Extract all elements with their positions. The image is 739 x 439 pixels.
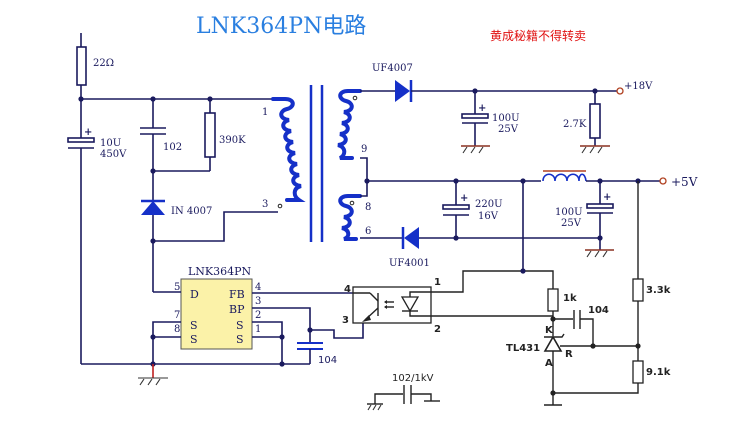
tl431-k-label: K bbox=[545, 325, 554, 336]
tl431-r-label: R bbox=[565, 349, 573, 360]
secondary-pin-9: 9 bbox=[361, 144, 367, 155]
ic-pin-s8-name: S bbox=[190, 333, 198, 346]
primary-pin-3: 3 bbox=[262, 199, 268, 210]
optocoupler: 4 3 1 2 bbox=[342, 277, 441, 335]
svg-text:+: + bbox=[478, 103, 486, 114]
bypass-capacitor: 104 bbox=[297, 330, 337, 366]
tl431-regulator: K R A TL431 bbox=[506, 319, 638, 393]
divider-bottom-label: 9.1k bbox=[646, 367, 671, 378]
ic-pin-7: 7 bbox=[174, 310, 180, 321]
ic-pin-2: 2 bbox=[255, 310, 261, 321]
opto-pin-2: 2 bbox=[434, 324, 441, 335]
output-18v-label: +18V bbox=[624, 81, 653, 92]
ic-pin-fb-name: FB bbox=[229, 288, 245, 301]
opto-pin-4: 4 bbox=[344, 284, 351, 295]
snubber-resistor: 390K bbox=[153, 99, 246, 172]
snubber-diode: IN 4007 bbox=[141, 171, 212, 292]
opto-pin-3: 3 bbox=[342, 315, 349, 326]
snubber-cap-label: 102 bbox=[163, 142, 182, 153]
ic-pin-s7-name: S bbox=[190, 319, 198, 332]
cap-18v: + 100U 25V bbox=[461, 91, 520, 146]
secondary-pin-8: 8 bbox=[365, 202, 371, 213]
cap-5v-2-value: 100U bbox=[555, 207, 583, 218]
ground-symbol bbox=[580, 145, 610, 154]
transformer: 1 3 9 8 6 bbox=[262, 85, 371, 242]
ic-pin-8: 8 bbox=[174, 324, 180, 335]
bulk-cap-value: 10U bbox=[100, 138, 121, 149]
ic-pin-bp-name: BP bbox=[229, 303, 245, 316]
watermark-note: 黄成秘籍不得转卖 bbox=[490, 28, 586, 43]
comp-cap-label: 104 bbox=[588, 305, 609, 316]
cap-5v-2: + 100U 25V bbox=[555, 181, 614, 250]
secondary-pin-6: 6 bbox=[365, 226, 371, 237]
bypass-cap-label: 104 bbox=[318, 355, 337, 366]
primary-pin-1: 1 bbox=[262, 107, 268, 118]
output-5v-terminal bbox=[659, 177, 667, 185]
ic-pin-s2-name: S bbox=[236, 319, 244, 332]
cap-5v-1: + 220U 16V bbox=[442, 181, 503, 238]
ic-pin-5: 5 bbox=[174, 282, 180, 293]
led-resistor: 1k bbox=[547, 288, 577, 319]
bulk-cap-voltage: 450V bbox=[100, 149, 127, 160]
output-inductor bbox=[542, 170, 587, 182]
cap-5v-1-value: 220U bbox=[475, 199, 503, 210]
y-capacitor: 102/1kV bbox=[367, 373, 440, 411]
ic-pin-4: 4 bbox=[255, 282, 261, 293]
ground-symbol bbox=[461, 145, 490, 154]
bulk-capacitor: + 10U 450V bbox=[67, 99, 127, 364]
ground-symbol bbox=[585, 249, 614, 258]
svg-text:+: + bbox=[603, 192, 611, 203]
tl431-name: TL431 bbox=[506, 343, 540, 354]
output-5v-label: +5V bbox=[671, 175, 698, 189]
y-cap-label: 102/1kV bbox=[392, 373, 434, 384]
input-resistor-label: 22Ω bbox=[93, 58, 114, 69]
ic-pin-1: 1 bbox=[255, 324, 261, 335]
input-resistor: 22Ω bbox=[76, 33, 114, 99]
led-resistor-label: 1k bbox=[563, 293, 577, 304]
ic-pin-d-name: D bbox=[190, 288, 199, 301]
output-18v-terminal bbox=[616, 87, 624, 95]
cap-18v-value: 100U bbox=[492, 113, 520, 124]
lnk364pn-ic: LNK364PN D S S FB BP S S 5 7 8 4 3 2 1 bbox=[174, 265, 261, 350]
snubber-diode-label: IN 4007 bbox=[171, 206, 212, 217]
divider-top-resistor: 3.3k bbox=[632, 278, 671, 361]
ground-symbol bbox=[138, 364, 168, 386]
ic-name: LNK364PN bbox=[188, 265, 252, 278]
opto-pin-1: 1 bbox=[434, 277, 441, 288]
resistor-18v: 2.7K bbox=[563, 91, 601, 146]
ic-pin-3: 3 bbox=[255, 296, 261, 307]
svg-text:+: + bbox=[84, 127, 92, 138]
divider-top-label: 3.3k bbox=[646, 285, 671, 296]
snubber-resistor-label: 390K bbox=[219, 135, 246, 146]
diode-18v: UF4007 bbox=[372, 63, 413, 102]
cap-5v-1-voltage: 16V bbox=[478, 211, 499, 222]
divider-bottom-resistor: 9.1k bbox=[553, 360, 671, 394]
diode-18v-label: UF4007 bbox=[372, 63, 413, 74]
cap-18v-voltage: 25V bbox=[498, 124, 519, 135]
cap-5v-2-voltage: 25V bbox=[561, 218, 582, 229]
snubber-capacitor: 102 bbox=[140, 99, 182, 171]
compensation-capacitor: 104 bbox=[553, 305, 609, 346]
svg-text:+: + bbox=[460, 193, 468, 204]
ic-pin-s1-name: S bbox=[236, 333, 244, 346]
tl431-a-label: A bbox=[545, 358, 553, 369]
diode-5v-label: UF4001 bbox=[389, 258, 430, 269]
ground-symbol bbox=[544, 393, 562, 406]
diode-5v: UF4001 bbox=[389, 227, 430, 269]
resistor-18v-label: 2.7K bbox=[563, 119, 587, 130]
diagram-title: LNK364PN电路 bbox=[196, 14, 366, 39]
